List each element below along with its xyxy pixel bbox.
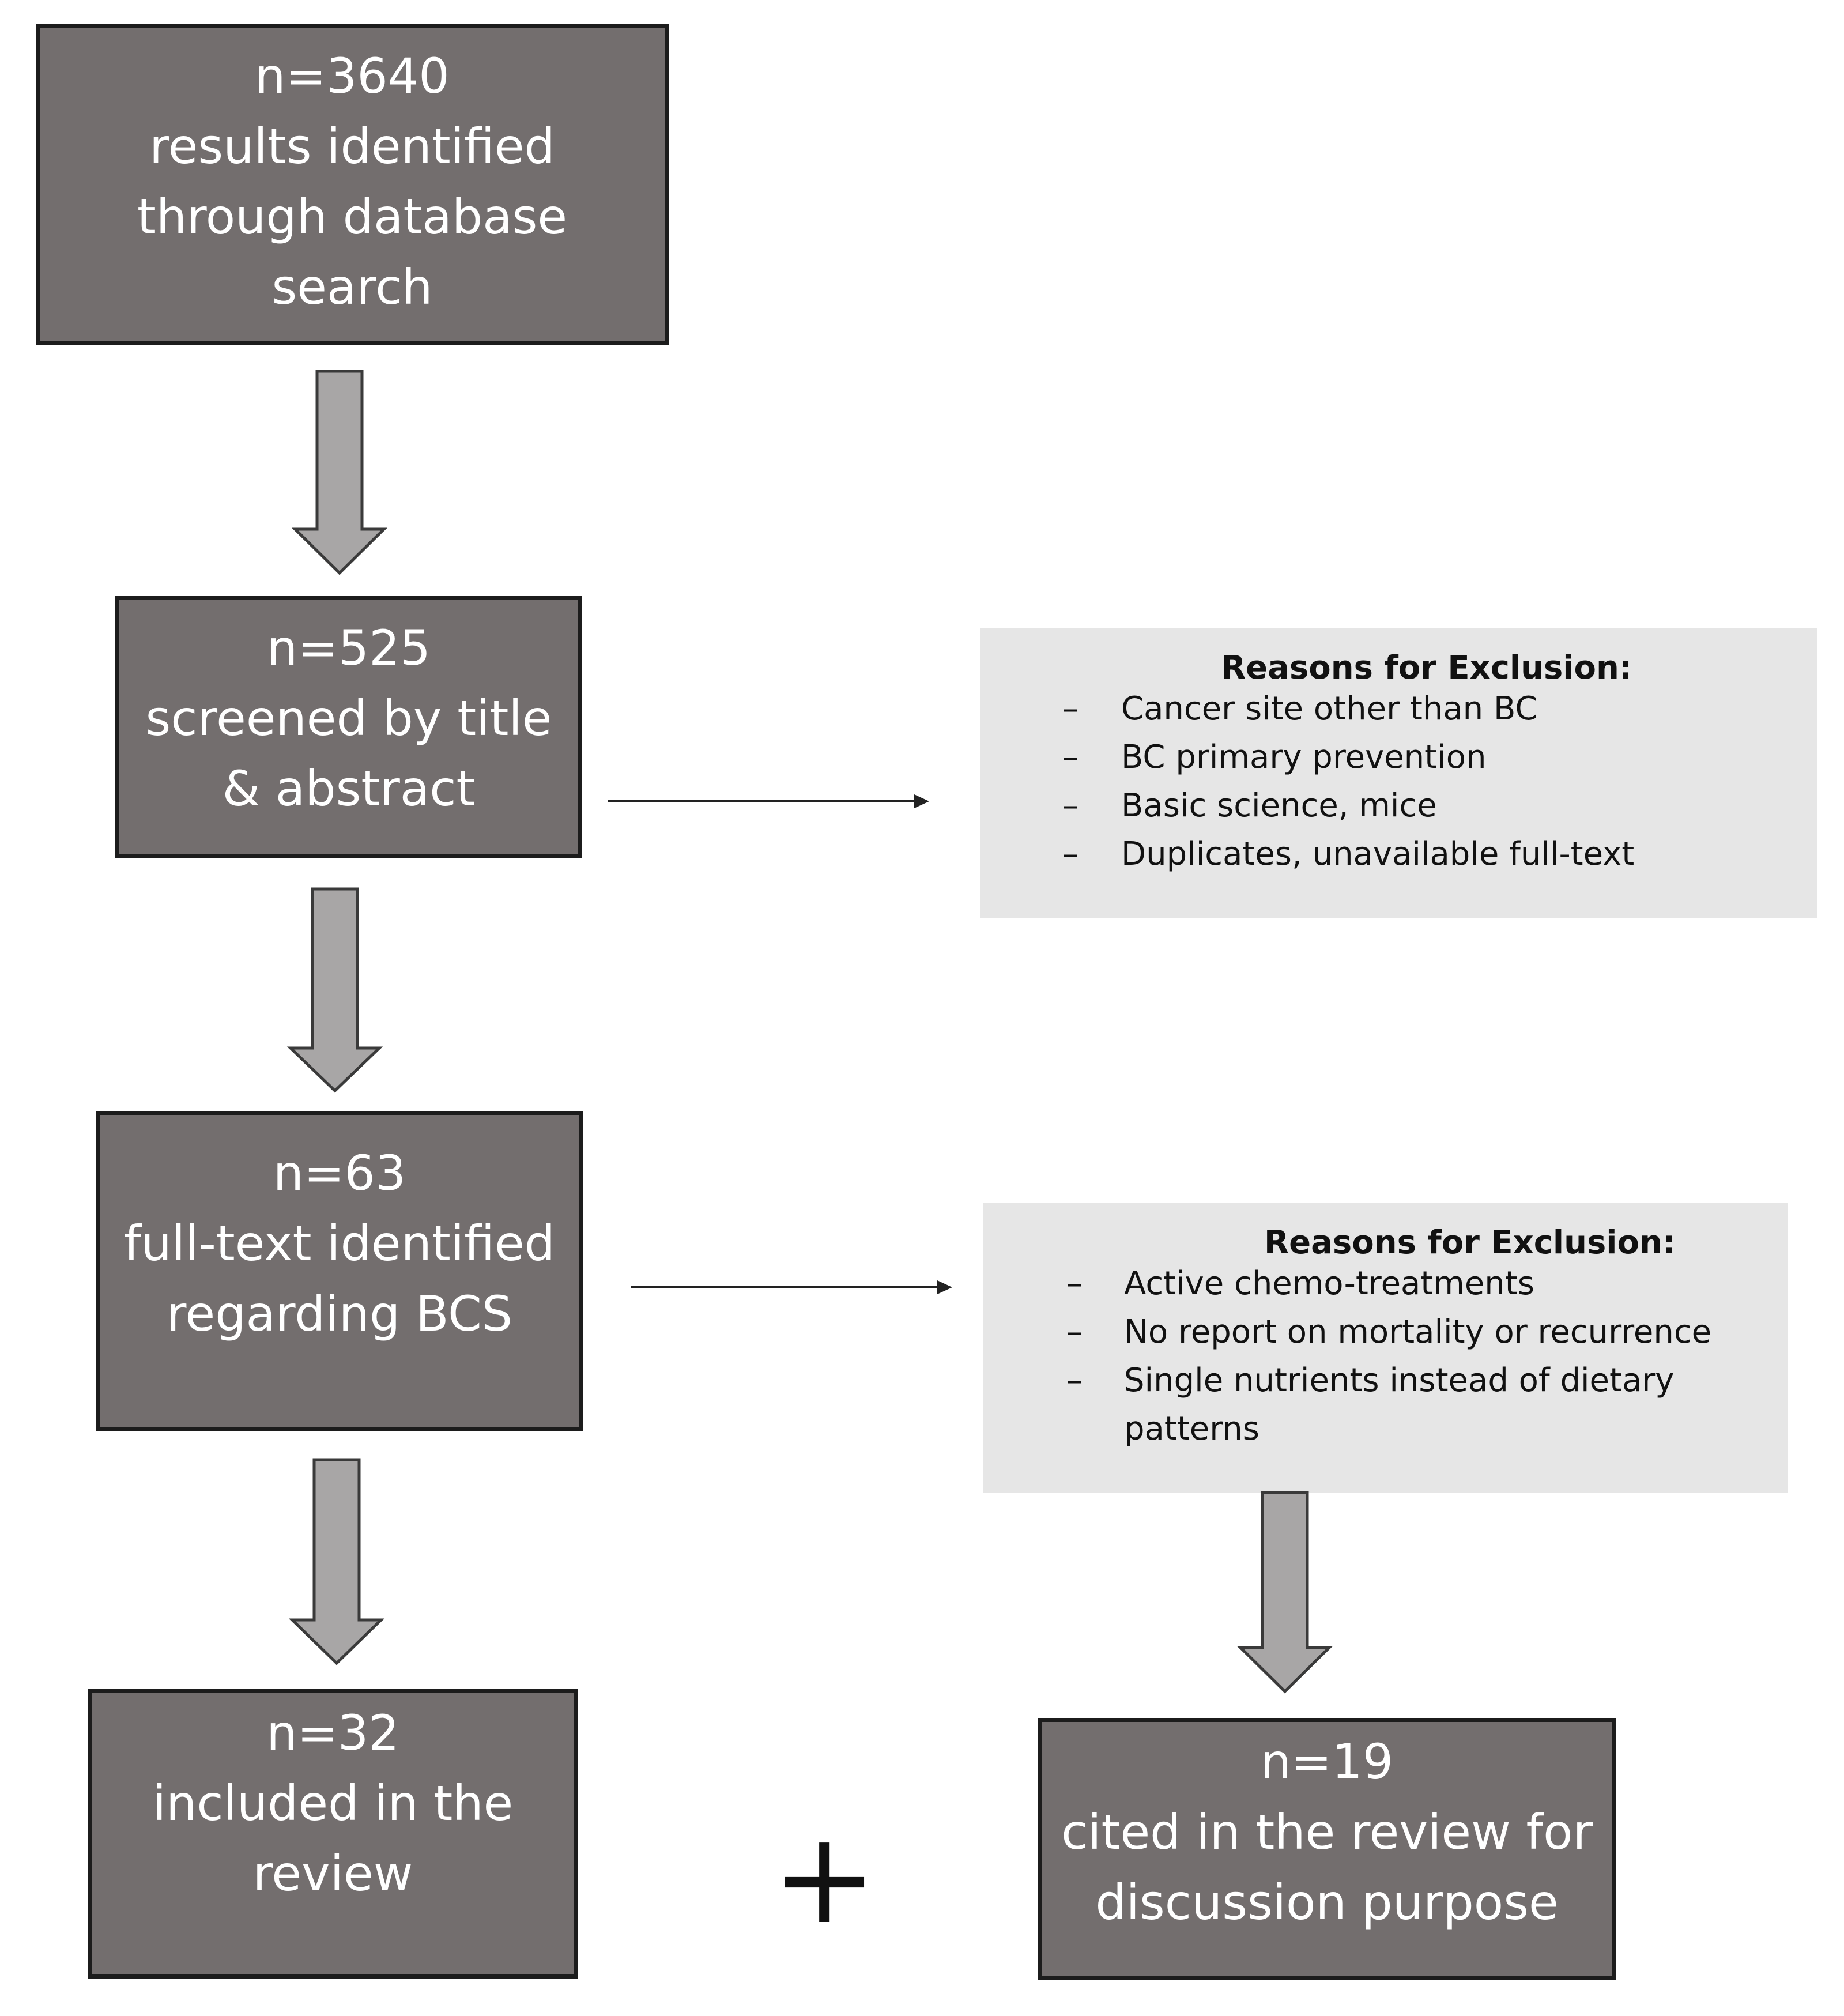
included-box: n=32 included in the review	[88, 1689, 578, 1979]
exclusion-2-bullet-0: –	[1066, 1265, 1083, 1302]
exclusion-panel-1: Reasons for Exclusion: – Cancer site oth…	[980, 628, 1817, 918]
screened-box: n=525 screened by title & abstract	[115, 596, 582, 858]
exclusion-1-item-3: Duplicates, unavailable full-text	[1121, 835, 1635, 873]
fulltext-count: n=63	[273, 1145, 406, 1201]
exclusion-1-item-1: BC primary prevention	[1121, 738, 1487, 776]
fulltext-box: n=63 full-text identified regarding BCS	[96, 1111, 583, 1431]
exclusion-1-bullet-0: –	[1062, 690, 1079, 728]
cited-box: n=19 cited in the review for discussion …	[1038, 1718, 1616, 1980]
cited-line-2: discussion purpose	[1095, 1874, 1559, 1931]
exclusion-2-title: Reasons for Exclusion:	[1264, 1224, 1676, 1261]
screened-count: n=525	[267, 620, 431, 676]
cited-count: n=19	[1260, 1734, 1394, 1790]
right-arrow-1-head	[914, 794, 929, 808]
exclusion-1-bullet-1: –	[1062, 738, 1079, 776]
exclusion-1-title: Reasons for Exclusion:	[1221, 649, 1632, 687]
screened-line-1: screened by title	[145, 690, 552, 747]
exclusion-2-item-3: patterns	[1124, 1410, 1259, 1448]
search-results-box: n=3640 results identified through databa…	[36, 24, 669, 345]
down-arrow-4	[1236, 1491, 1333, 1694]
fulltext-line-1: full-text identified	[123, 1215, 556, 1272]
search-line-1: results identified	[149, 118, 555, 175]
search-line-3: search	[271, 259, 433, 315]
exclusion-1-item-0: Cancer site other than BC	[1121, 690, 1538, 728]
cited-line-1: cited in the review for	[1061, 1804, 1593, 1860]
exclusion-1-bullet-2: –	[1062, 787, 1079, 824]
exclusion-2-item-1: No report on mortality or recurrence	[1124, 1313, 1712, 1351]
exclusion-2-bullet-2: –	[1066, 1362, 1083, 1399]
included-line-1: included in the	[152, 1775, 514, 1832]
exclusion-2-item-2: Single nutrients instead of dietary	[1124, 1362, 1675, 1399]
exclusion-panel-2: Reasons for Exclusion: – Active chemo-tr…	[983, 1203, 1788, 1493]
exclusion-1-item-2: Basic science, mice	[1121, 787, 1437, 824]
down-arrow-2	[286, 887, 383, 1093]
down-arrow-3	[288, 1458, 385, 1665]
search-line-2: through database	[137, 189, 568, 245]
plus-sign: +	[771, 1804, 878, 1952]
screened-line-2: & abstract	[222, 760, 476, 817]
included-line-2: review	[252, 1845, 413, 1902]
exclusion-1-bullet-3: –	[1062, 835, 1079, 873]
search-count: n=3640	[255, 48, 450, 104]
exclusion-2-bullet-1: –	[1066, 1313, 1083, 1351]
included-count: n=32	[266, 1705, 399, 1761]
fulltext-line-2: regarding BCS	[166, 1286, 513, 1342]
right-arrow-2-head	[937, 1280, 952, 1294]
exclusion-2-item-0: Active chemo-treatments	[1124, 1265, 1534, 1302]
down-arrow-1	[291, 370, 388, 575]
